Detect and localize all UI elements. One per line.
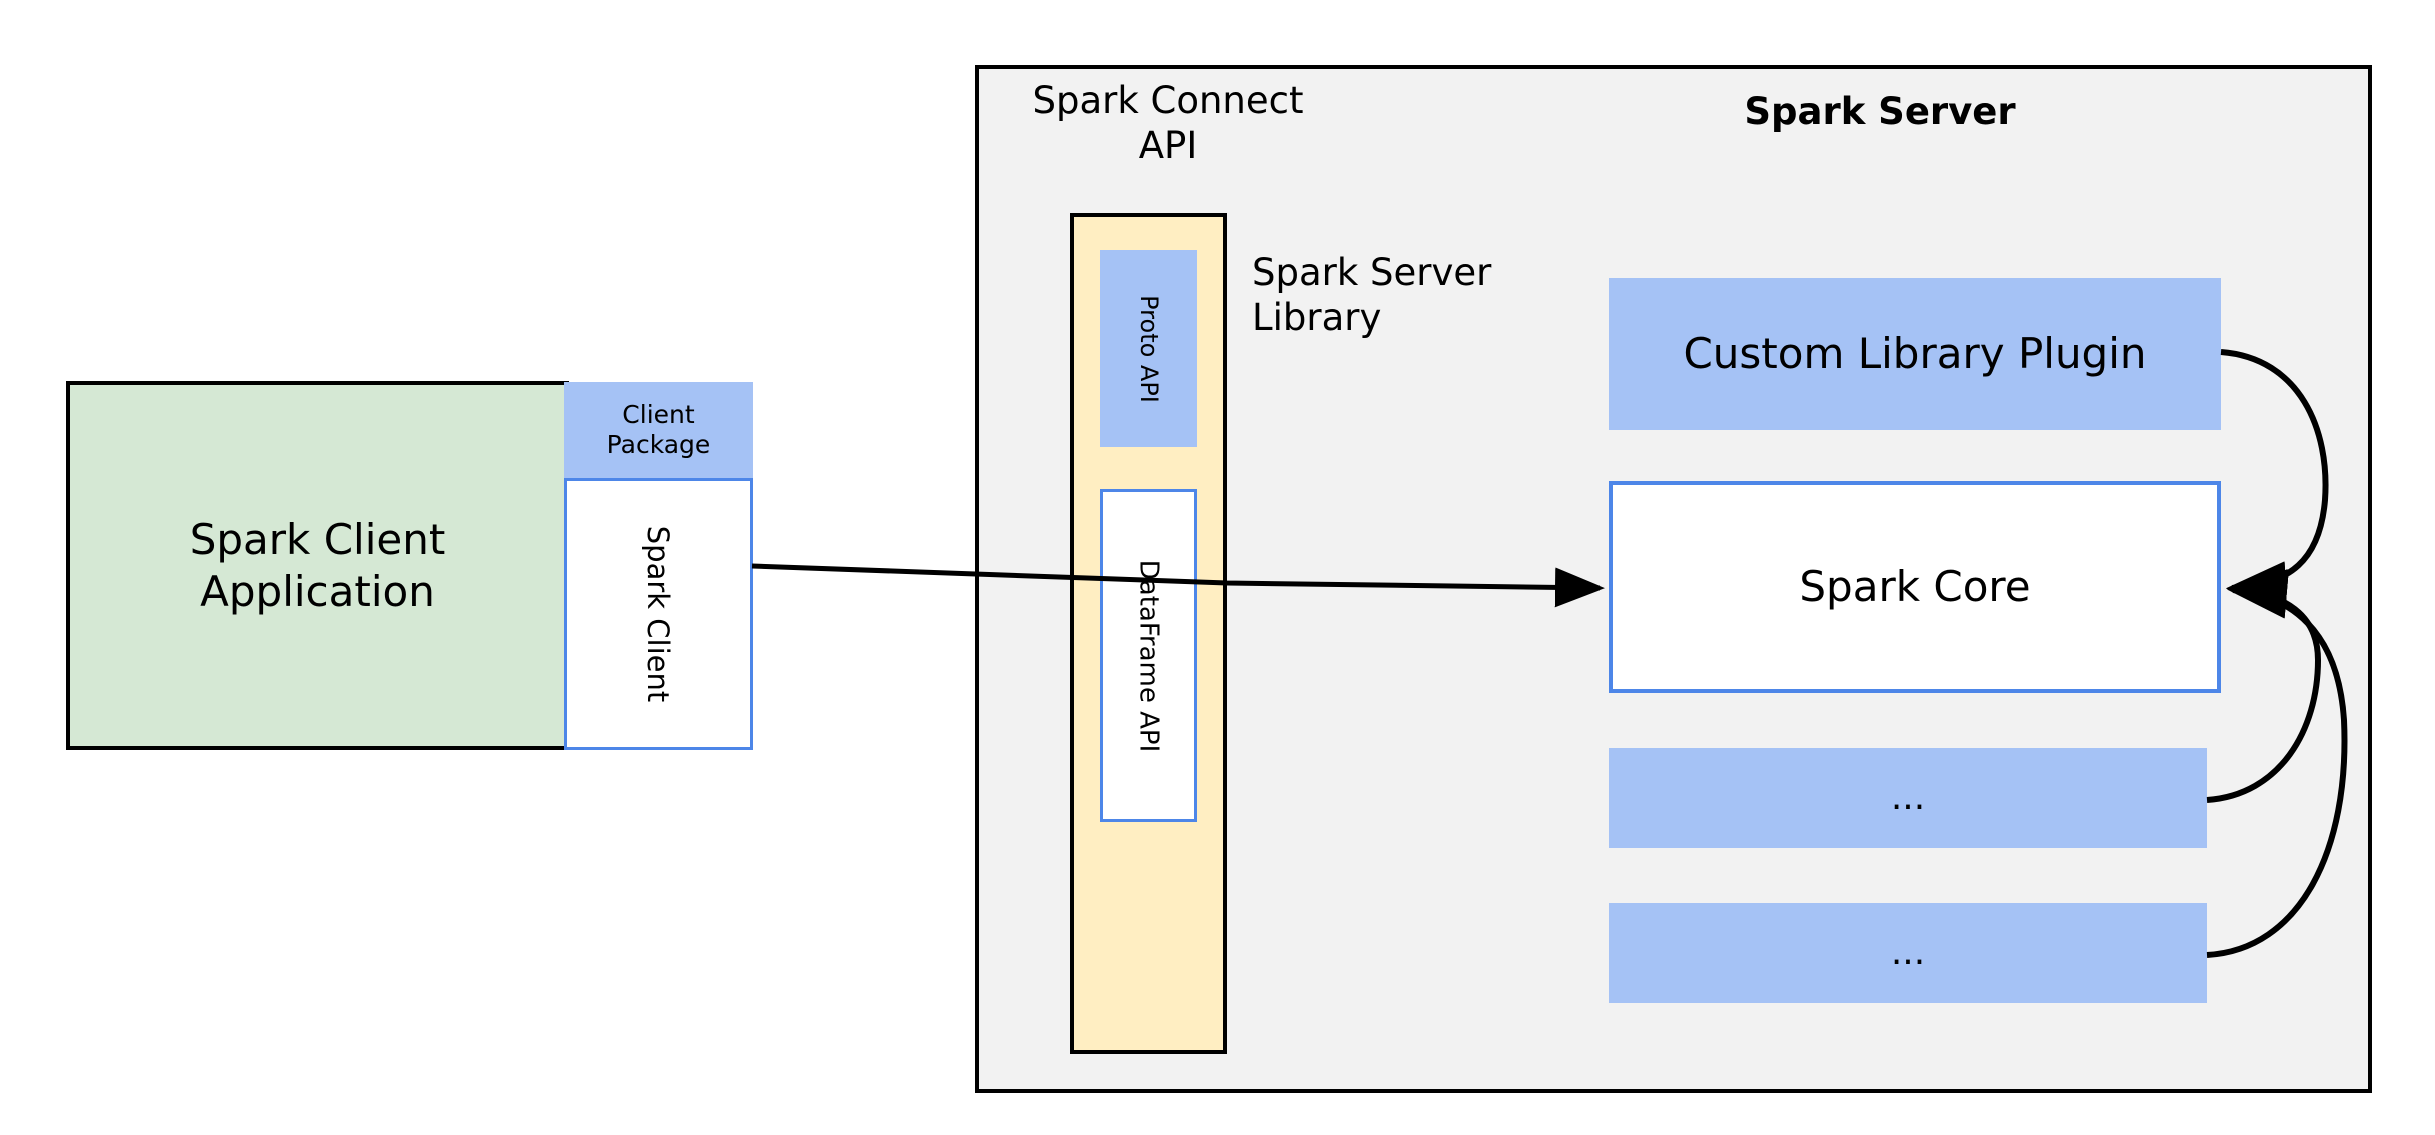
dataframe-api-label: DataFrame API <box>1133 559 1164 752</box>
spark-core-box: Spark Core <box>1609 481 2221 693</box>
client-package-line2: Package <box>606 430 711 459</box>
spark-client-box: Spark Client <box>564 478 753 750</box>
spark-server-library-label-line1: Spark Server <box>1252 250 1492 294</box>
client-package-line1: Client <box>622 399 695 429</box>
spark-server-library-label-line2: Library <box>1252 296 1382 339</box>
spark-connect-api-label: Spark Connect API <box>1003 68 1333 178</box>
spark-client-application-line2: Application <box>200 566 435 616</box>
ellipsis-box-2: ... <box>1609 903 2207 1003</box>
client-package-box: Client Package <box>564 382 753 478</box>
spark-client-label: Spark Client <box>641 525 676 703</box>
spark-client-application-line1: Spark Client <box>189 515 446 565</box>
proto-api-box: Proto API <box>1100 250 1197 447</box>
spark-connect-api-label-line2: API <box>1138 124 1198 167</box>
proto-api-label: Proto API <box>1134 294 1163 403</box>
spark-server-title: Spark Server <box>1744 90 2016 134</box>
spark-connect-api-label-line1: Spark Connect <box>1032 78 1304 122</box>
ellipsis-box-1: ... <box>1609 748 2207 848</box>
spark-client-application-box: Spark Client Application <box>66 381 569 750</box>
spark-server-library-label: Spark Server Library <box>1252 240 1582 350</box>
custom-library-plugin-box: Custom Library Plugin <box>1609 278 2221 430</box>
dataframe-api-box: DataFrame API <box>1100 489 1197 822</box>
